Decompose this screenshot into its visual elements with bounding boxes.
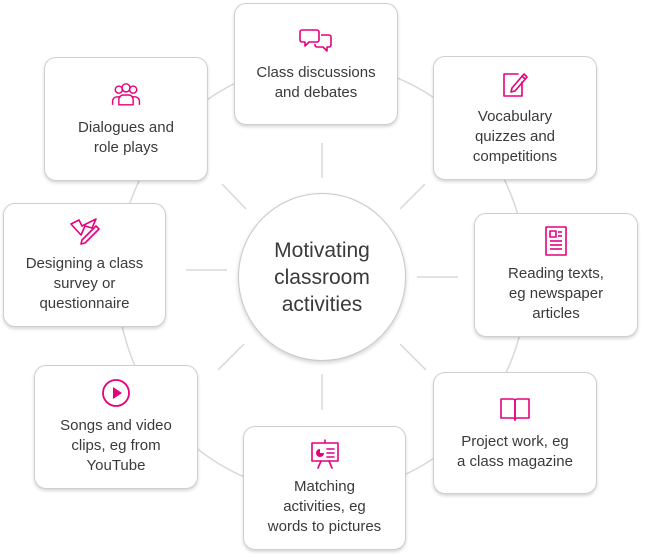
activity-card-dialogues-role-plays: Dialogues and role plays: [44, 57, 208, 181]
activity-label: Designing a class survey or questionnair…: [25, 255, 144, 312]
activity-label: Matching activities, eg words to picture…: [267, 478, 382, 535]
activity-label: Class discussions and debates: [256, 64, 376, 101]
open-book-icon: [498, 394, 532, 424]
center-circle: Motivating classroom activities: [238, 193, 406, 361]
spoke-top-right: [399, 183, 426, 210]
activity-card-matching-activities: Matching activities, eg words to picture…: [243, 426, 406, 550]
activity-card-project-work: Project work, eg a class magazine: [433, 372, 597, 494]
people-group-icon: [109, 80, 143, 110]
activity-label: Project work, eg a class magazine: [457, 433, 573, 470]
activity-card-class-discussions: Class discussions and debates: [234, 3, 398, 125]
activity-label: Dialogues and role plays: [78, 119, 174, 156]
spoke-bottom-left: [217, 343, 245, 371]
activity-card-songs-video: Songs and video clips, eg from YouTube: [34, 365, 198, 489]
pencil-arrow-icon: [68, 216, 102, 246]
speech-bubbles-icon: [299, 25, 333, 55]
spoke-top-left: [221, 183, 247, 210]
presentation-board-icon: [308, 439, 342, 469]
center-title: Motivating classroom activities: [274, 238, 370, 316]
play-button-icon: [99, 378, 133, 408]
newspaper-icon: [539, 226, 573, 256]
activity-card-designing-survey: Designing a class survey or questionnair…: [3, 203, 166, 327]
activity-label: Vocabulary quizzes and competitions: [472, 108, 558, 165]
activity-label: Songs and video clips, eg from YouTube: [60, 417, 172, 474]
activity-card-vocabulary-quizzes: Vocabulary quizzes and competitions: [433, 56, 597, 180]
spoke-bottom-right: [399, 343, 427, 371]
activity-card-reading-texts: Reading texts, eg newspaper articles: [474, 213, 638, 337]
activity-label: Reading texts, eg newspaper articles: [508, 265, 604, 322]
notepad-pencil-icon: [498, 69, 532, 99]
